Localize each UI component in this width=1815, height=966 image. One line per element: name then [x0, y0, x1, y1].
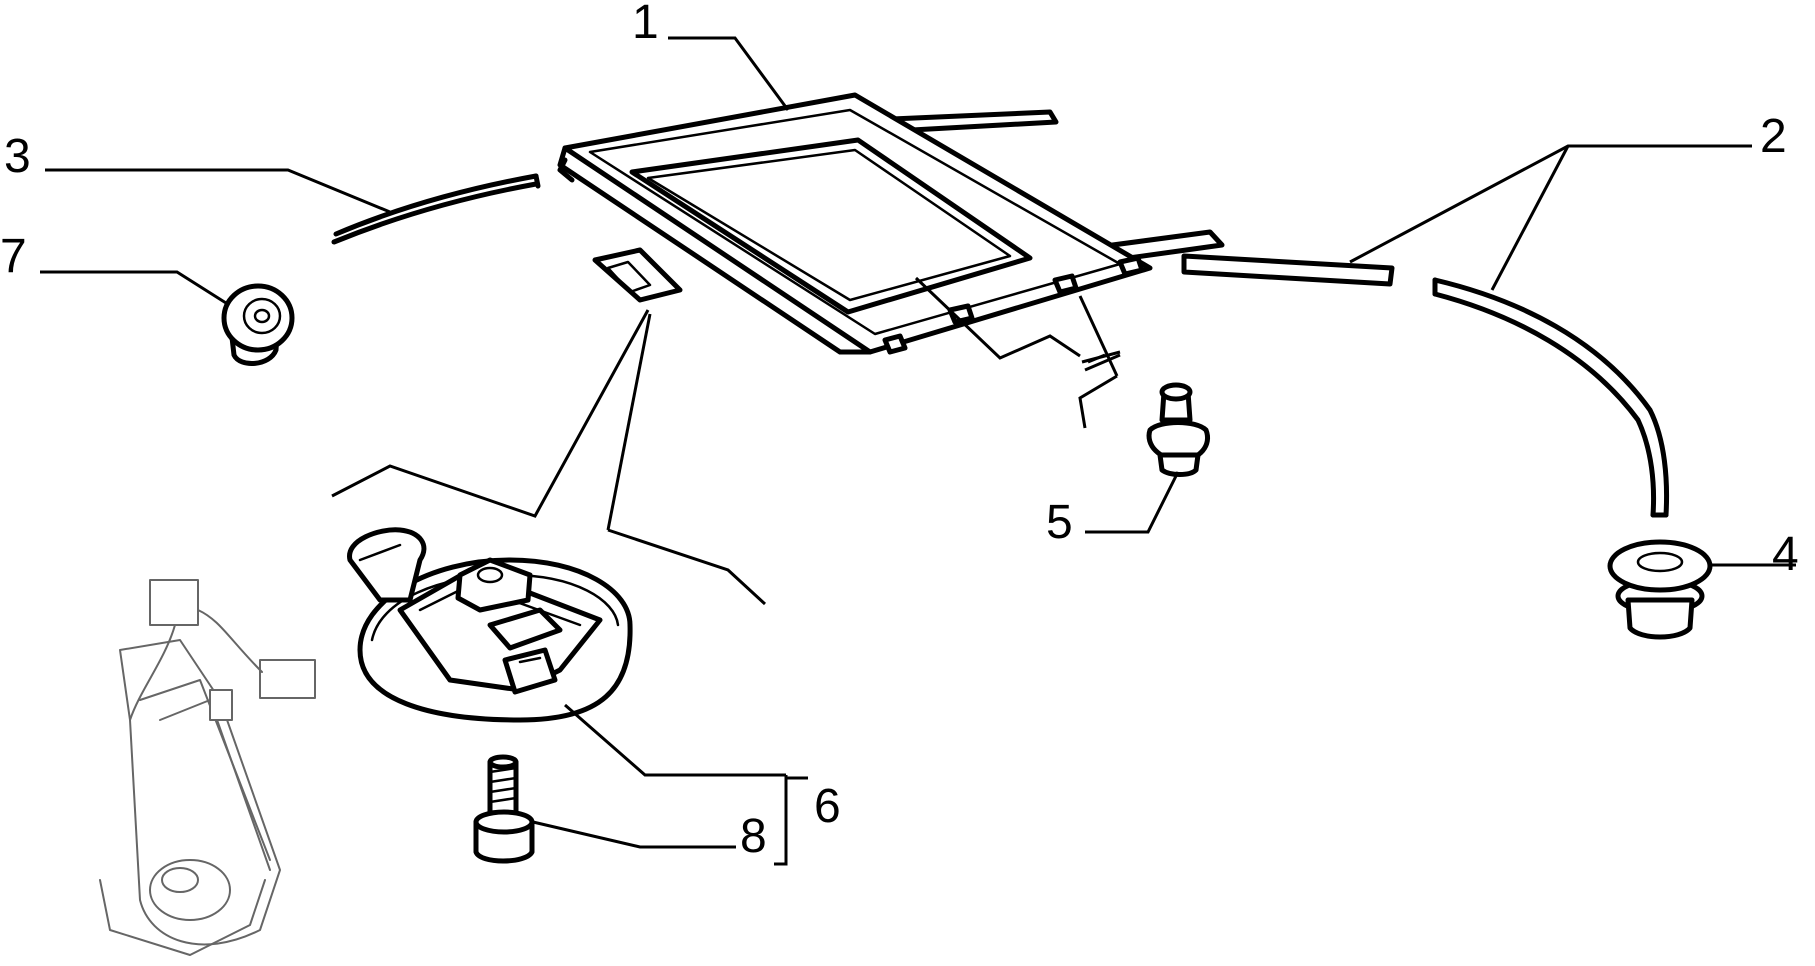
leader-lines — [40, 36, 1796, 866]
motor-mechanism-inset — [99, 579, 316, 956]
callout-6: 6 — [814, 780, 841, 833]
push-clip — [1146, 382, 1210, 477]
drain-plug — [221, 283, 295, 366]
callout-3: 3 — [4, 130, 31, 183]
drain-tube-rear — [1181, 253, 1670, 518]
drain-tube-front — [331, 173, 541, 245]
callout-8: 8 — [740, 810, 767, 863]
motor-assembly — [347, 527, 633, 723]
callout-2: 2 — [1760, 110, 1787, 163]
sunroof-frame — [557, 92, 1225, 355]
callout-5: 5 — [1046, 496, 1073, 549]
callout-7: 7 — [0, 230, 27, 283]
callout-4: 4 — [1772, 528, 1799, 581]
callout-1: 1 — [632, 0, 659, 49]
grommet — [1607, 539, 1713, 640]
callout-labels: 1 2 3 4 5 6 7 8 — [0, 0, 1799, 863]
bolt — [473, 754, 535, 864]
